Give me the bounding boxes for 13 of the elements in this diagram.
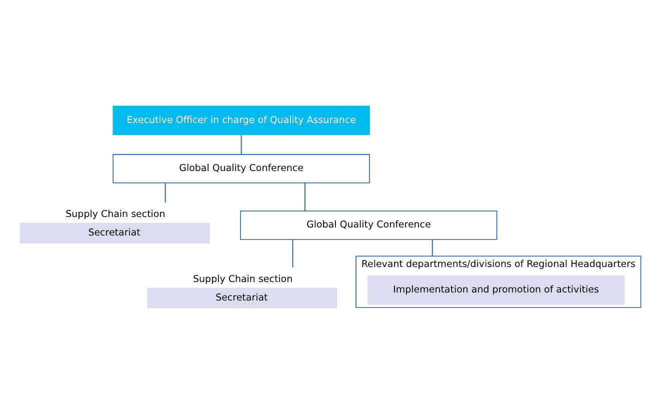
node-label: Supply Chain section [193,273,293,284]
node-box: Executive Officer in charge of Quality Assurance [112,105,370,135]
connector [240,134,242,154]
node-label: Supply Chain section [66,208,166,220]
connector [432,238,433,256]
node-box: Implementation and promotion of activities [367,274,625,304]
node-box: Secretariat [147,287,338,308]
connector [292,238,294,268]
node-box: Secretariat [20,222,210,243]
connector [304,182,306,211]
connector [164,182,166,203]
node-box: Global Quality Conference [112,154,370,183]
node-box: Global Quality Conference [240,210,498,240]
